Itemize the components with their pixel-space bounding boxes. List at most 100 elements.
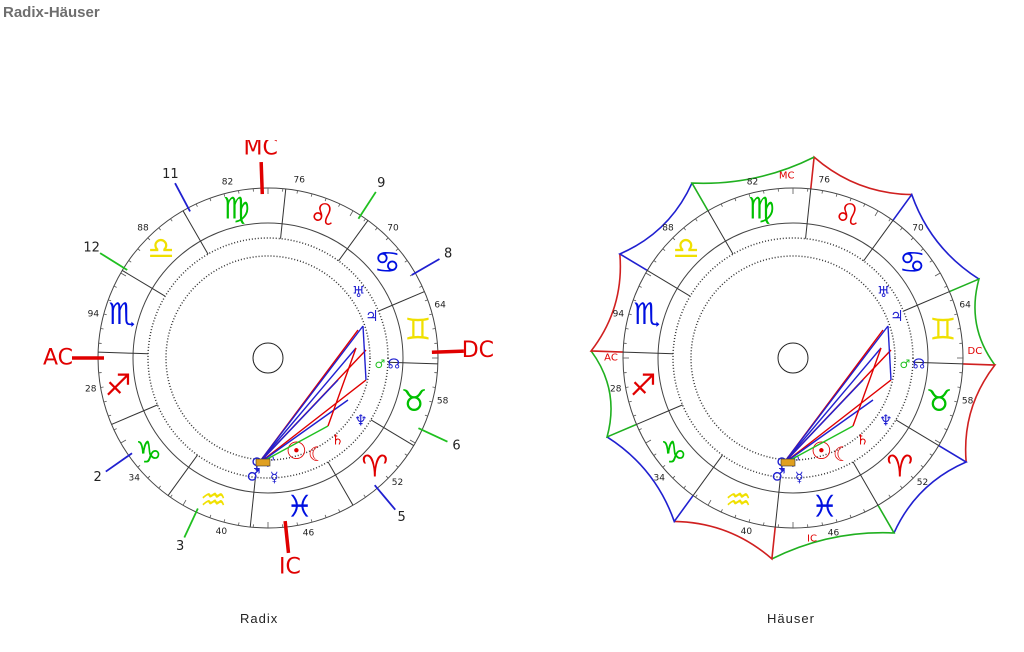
tick-mark [424,299,428,302]
sign-divider [636,410,669,425]
tick-mark [147,475,151,479]
tick-mark [103,313,107,316]
tick-mark [954,400,958,403]
sign-divider [383,427,414,446]
angle-ic-line [283,520,291,554]
house-ornament [949,277,996,366]
house-divider [133,352,149,355]
tick-mark [944,285,948,288]
sign-divider [122,270,153,289]
degree-label: 40 [216,527,228,537]
sign-divider [392,291,425,306]
sign-divider [98,351,134,354]
sign-taurus-icon: ♉ [401,384,428,419]
house-ornament [590,350,637,439]
angle-dc-label: DC [462,338,494,363]
tick-mark [170,494,173,498]
degree-label: 76 [294,176,306,186]
tick-mark [683,227,686,231]
house-divider [895,419,909,428]
tick-mark [695,494,698,498]
sign-scorpio-icon: ♏ [108,297,135,332]
degree-ring [672,237,914,479]
tick-mark [395,248,399,251]
house-cusp-line [174,182,191,212]
sign-capricorn-icon: ♑ [660,435,687,470]
tick-mark [683,485,686,489]
degree-label: 58 [437,397,449,407]
planet-mars-icon: ♂ [771,466,785,485]
tick-mark [432,328,436,330]
planet-mercury-icon: ☿ [795,470,804,486]
sign-divider [774,492,780,528]
tick-mark [424,414,428,417]
aspect-line [327,347,357,427]
planet-uranus-icon: ♅ [877,283,890,301]
tick-mark [137,465,141,468]
tick-mark [888,494,891,498]
sign-leo-icon: ♌ [309,198,336,233]
angle-ac-label: AC [43,346,73,371]
house-cusp-line [418,427,448,443]
degree-label: 94 [88,309,100,319]
aspect-line [782,347,882,465]
sign-divider [623,351,659,354]
tick-mark [238,190,240,194]
sign-divider [692,466,715,496]
house-cusp-line [374,484,396,511]
haeuser-caption: Häuser [767,611,815,626]
tick-mark [849,514,852,518]
degree-label: 88 [137,224,149,234]
tick-mark [147,237,151,241]
house-divider [852,461,861,476]
radix-chart: ♌♋♊♉♈♓♒♑♐♏♎♍7670645852464034289488822356… [43,140,494,579]
tick-mark [100,328,104,330]
tick-mark [310,519,313,523]
house-divider [188,454,198,468]
planet-cluster-marker [255,458,271,467]
house-divider [370,419,384,428]
tick-mark [296,522,298,526]
tick-mark [653,453,657,456]
tick-mark [929,260,933,263]
sign-aries-icon: ♈ [361,449,388,484]
degree-label: 52 [392,478,403,488]
tick-mark [182,499,187,506]
degree-label: 88 [662,224,674,234]
angle-dc-label: DC [968,346,983,357]
angle-mc-line [259,162,265,195]
tick-mark [748,519,751,523]
tick-mark [432,386,436,388]
sign-divider [908,427,939,446]
house-divider [863,248,873,262]
degree-label: 46 [303,528,315,538]
tick-mark [821,522,823,526]
house-divider [677,288,691,297]
tick-mark [209,514,212,518]
sign-divider [281,188,287,224]
tick-mark [625,386,629,388]
tick-mark [695,218,698,222]
tick-mark [734,198,737,202]
tick-mark [920,248,924,251]
planet-mars-icon: ♂ [246,466,260,485]
planet-uranus-icon: ♅ [352,283,365,301]
angle-ic-label: IC [807,534,817,545]
tick-mark [100,386,104,388]
sign-sagittarius-icon: ♐ [630,368,657,403]
planet-sun-icon: ☉ [286,437,308,465]
tick-mark [949,299,953,302]
angle-mc-label: MC [243,140,277,161]
tick-mark [910,475,914,479]
house-ornament [892,192,980,280]
degree-label: 28 [610,384,622,394]
tick-mark [324,514,327,518]
degree-label: 82 [747,178,758,188]
tick-mark [137,248,141,251]
planet-saturn-icon: ♄ [856,433,869,449]
tick-mark [863,203,866,207]
tick-mark [108,299,112,302]
planet-jupiter-icon: ♃ [890,307,903,325]
sign-ring [657,222,929,494]
sign-divider [647,270,678,289]
